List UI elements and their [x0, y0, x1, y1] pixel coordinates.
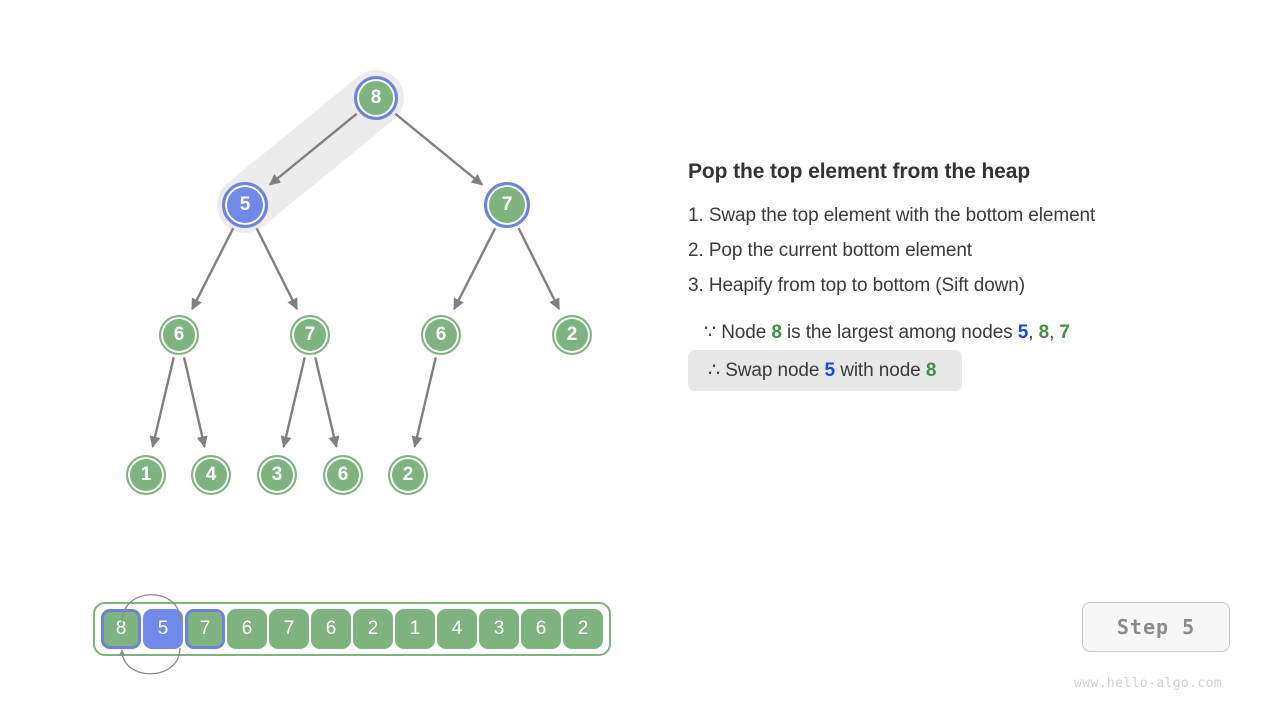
tree-edge — [394, 112, 484, 186]
tree-edge — [191, 227, 235, 311]
tree-node[interactable]: 7 — [290, 315, 330, 355]
tree-node[interactable]: 2 — [388, 455, 428, 495]
tree-node[interactable]: 7 — [484, 182, 530, 228]
tree-node-value: 8 — [370, 86, 382, 108]
because-largest-node: 8 — [771, 322, 782, 343]
tree-edge — [268, 112, 358, 186]
therefore-node-a: 5 — [824, 360, 836, 381]
because-candidate-b: 8 — [1038, 322, 1050, 343]
tree-edge — [314, 357, 340, 448]
array-cell-value: 5 — [157, 618, 169, 639]
therefore-text-2: with node — [835, 360, 926, 381]
tree-node[interactable]: 3 — [257, 455, 297, 495]
reason-because: ∵ Node 8 is the largest among nodes 5, 8… — [688, 321, 1248, 344]
array-cell[interactable]: 2 — [563, 609, 603, 649]
tree-edge — [255, 227, 299, 311]
because-candidate-c: 7 — [1059, 322, 1070, 343]
tree-node-value: 4 — [205, 463, 217, 485]
array-cell[interactable]: 4 — [437, 609, 477, 649]
array-cell[interactable]: 8 — [101, 609, 141, 649]
array-cell[interactable]: 5 — [143, 609, 183, 649]
watermark: www.hello-algo.com — [1074, 676, 1223, 691]
tree-node[interactable]: 8 — [354, 76, 398, 120]
array-cell-value: 2 — [367, 618, 379, 639]
step-item-1: 1. Swap the top element with the bottom … — [688, 205, 1096, 226]
array-cell[interactable]: 3 — [479, 609, 519, 649]
array-cell[interactable]: 7 — [185, 609, 225, 649]
because-symbol: ∵ — [704, 322, 716, 343]
binary-heap-tree: 8 5 7 6 7 6 2 1 4 3 6 2 — [0, 0, 680, 540]
tree-node[interactable]: 6 — [159, 315, 199, 355]
tree-node-value: 6 — [337, 463, 349, 485]
array-cell[interactable]: 6 — [311, 609, 351, 649]
page-title: Pop the top element from the heap — [688, 160, 1031, 183]
array-cell-value: 2 — [577, 618, 589, 639]
tree-node[interactable]: 4 — [191, 455, 231, 495]
tree-edge — [517, 227, 561, 311]
tree-edge — [453, 227, 497, 311]
because-sep-1: , — [1028, 322, 1039, 343]
array-cell-value: 4 — [451, 618, 463, 639]
because-text-2: is the largest among nodes — [781, 322, 1018, 343]
tree-edges-layer — [149, 70, 561, 448]
tree-node-value: 7 — [501, 193, 513, 215]
tree-node-value: 1 — [140, 463, 152, 485]
array-cell[interactable]: 6 — [521, 609, 561, 649]
tree-node-value: 3 — [271, 463, 283, 485]
tree-node[interactable]: 6 — [323, 455, 363, 495]
explanation-panel: Pop the top element from the heap 1. Swa… — [688, 160, 1248, 391]
tree-node-value: 6 — [435, 323, 447, 345]
tree-node-value: 2 — [402, 463, 414, 485]
array-cell-value: 7 — [283, 618, 295, 639]
tree-node-value: 6 — [173, 323, 185, 345]
therefore-symbol: ∴ — [708, 360, 720, 381]
tree-edge — [149, 357, 175, 448]
because-text-1: Node — [721, 322, 772, 343]
tree-node-value: 2 — [566, 323, 578, 345]
array-cell-value: 6 — [535, 618, 547, 639]
heap-array-representation: 8 5 7 6 7 6 2 1 4 3 6 2 — [88, 576, 688, 686]
array-cell[interactable]: 1 — [395, 609, 435, 649]
array-cell-value: 1 — [409, 618, 421, 639]
array-cell-value: 7 — [199, 618, 211, 639]
tree-node-value: 5 — [239, 193, 251, 215]
because-sep-2: , — [1049, 322, 1060, 343]
step-item-3: 3. Heapify from top to bottom (Sift down… — [688, 275, 1025, 296]
therefore-text-1: Swap node — [725, 360, 825, 381]
array-cell[interactable]: 2 — [353, 609, 393, 649]
array-cell-value: 6 — [241, 618, 253, 639]
array-cell[interactable]: 7 — [269, 609, 309, 649]
array-container: 8 5 7 6 7 6 2 1 4 3 6 2 — [93, 602, 611, 656]
tree-edge — [280, 357, 306, 448]
tree-edge — [182, 357, 208, 448]
step-badge: Step 5 — [1082, 602, 1230, 652]
because-candidate-a: 5 — [1017, 322, 1029, 343]
tree-edge — [411, 357, 437, 448]
array-cell-value: 6 — [325, 618, 337, 639]
array-cell-value: 8 — [115, 618, 127, 639]
tree-node[interactable]: 6 — [421, 315, 461, 355]
reason-therefore-highlight: ∴ Swap node 5 with node 8 — [688, 350, 963, 391]
array-cell[interactable]: 6 — [227, 609, 267, 649]
step-item-2: 2. Pop the current bottom element — [688, 240, 972, 261]
tree-node[interactable]: 5 — [222, 182, 268, 228]
array-cell-value: 3 — [493, 618, 505, 639]
therefore-node-b: 8 — [925, 360, 937, 381]
tree-node[interactable]: 1 — [126, 455, 166, 495]
tree-node-value: 7 — [304, 323, 316, 345]
tree-node[interactable]: 2 — [552, 315, 592, 355]
